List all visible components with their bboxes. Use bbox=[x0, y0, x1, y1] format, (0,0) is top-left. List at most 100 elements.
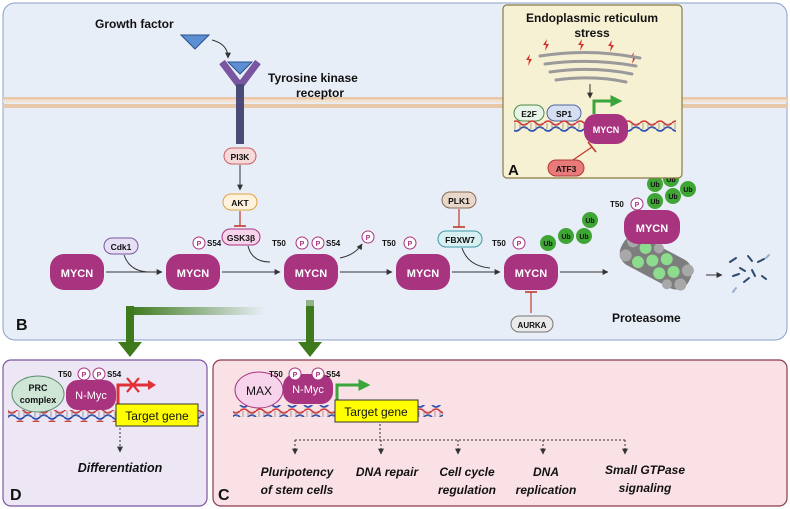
mycn-label-4: MYCN bbox=[407, 268, 439, 280]
peptide-fragments-icon bbox=[729, 254, 770, 293]
panel-a-title-line1: Endoplasmic reticulum bbox=[526, 11, 658, 25]
growth-factor-icon bbox=[179, 34, 211, 50]
growth-factor-label: Growth factor bbox=[95, 17, 174, 31]
outcome-cell-cycle-line2: regulation bbox=[438, 483, 496, 497]
s54-label: S54 bbox=[207, 239, 222, 248]
sp1-label: SP1 bbox=[556, 109, 572, 119]
phospho-label: P bbox=[316, 241, 321, 248]
panel-a-background bbox=[502, 4, 683, 179]
nmyc-label: N-Myc bbox=[75, 390, 107, 402]
phospho-icon bbox=[192, 236, 206, 250]
t50-label: T50 bbox=[610, 200, 624, 209]
prc-label-line2: complex bbox=[20, 395, 57, 405]
proteasome-icon bbox=[619, 235, 694, 291]
phospho-label: P bbox=[408, 241, 413, 248]
blocked-arrow-head bbox=[148, 380, 156, 390]
panel-b-letter: B bbox=[16, 317, 28, 334]
atf3-node bbox=[547, 159, 585, 177]
ubiquitin-icon bbox=[540, 235, 556, 251]
phospho-label: P bbox=[316, 372, 321, 379]
transcription-arrow bbox=[335, 379, 371, 401]
outcome-gtpase-line1: Small GTPase bbox=[605, 463, 685, 477]
target-gene-label: Target gene bbox=[125, 409, 189, 423]
e2f-label: E2F bbox=[521, 109, 537, 119]
prc-label-line1: PRC bbox=[28, 383, 48, 393]
atf3-inhibition-bar bbox=[587, 141, 597, 153]
phospho-icon bbox=[311, 236, 325, 250]
fbxw7-label: FBXW7 bbox=[445, 235, 475, 245]
akt-node bbox=[222, 193, 258, 211]
mycn-label-5: MYCN bbox=[515, 268, 547, 280]
plk1-node bbox=[441, 191, 477, 209]
outcome-dna-replication-line1: DNA bbox=[533, 465, 559, 479]
gsk3b-node bbox=[221, 228, 261, 246]
t50-label: T50 bbox=[272, 239, 286, 248]
pi3k-label: PI3K bbox=[231, 152, 251, 162]
ubiquitin-icon bbox=[558, 228, 574, 244]
akt-label: AKT bbox=[231, 198, 249, 208]
ub-label: Ub bbox=[650, 182, 659, 189]
growth-factor-arrow bbox=[211, 39, 231, 59]
transcription-arrow bbox=[592, 95, 623, 114]
ub-label: Ub bbox=[668, 194, 677, 201]
mycn-gene-label: MYCN bbox=[593, 125, 620, 135]
pi3k-node bbox=[223, 147, 257, 165]
s54-label: S54 bbox=[326, 370, 341, 379]
phospho-icon bbox=[630, 197, 644, 211]
gsk3b-label: GSK3β bbox=[227, 233, 255, 243]
mycn-node-unmodified bbox=[50, 254, 104, 290]
nmyc-label: N-Myc bbox=[292, 384, 324, 396]
mycn-node-s54-phospho bbox=[166, 254, 220, 290]
phospho-icon bbox=[403, 236, 417, 250]
phospho-label: P bbox=[82, 372, 87, 379]
aurka-node bbox=[510, 315, 554, 333]
t50-label: T50 bbox=[269, 370, 283, 379]
receptor-label-line1: Tyrosine kinase bbox=[268, 71, 358, 85]
phospho-icon bbox=[92, 367, 106, 381]
ubiquitin-chain: Ub Ub Ub Ub bbox=[540, 212, 598, 251]
mycn-node-t50-phospho bbox=[396, 254, 450, 290]
max-label: MAX bbox=[246, 384, 272, 398]
phospho-icon bbox=[288, 367, 302, 381]
nmyc-node bbox=[66, 380, 116, 410]
plk1-label: PLK1 bbox=[448, 196, 470, 206]
atf3-label: ATF3 bbox=[556, 164, 577, 174]
mycn-node-polyubiquitinated bbox=[624, 210, 680, 244]
ub-label: Ub bbox=[666, 177, 675, 184]
ubiquitin-icon bbox=[576, 228, 592, 244]
phospho-icon bbox=[311, 367, 325, 381]
ubiquitin-chain: Ub Ub Ub Ub Ub bbox=[647, 171, 696, 209]
outcome-tree bbox=[292, 424, 628, 455]
outcome-dna-replication-line2: replication bbox=[516, 483, 577, 497]
t50-label: T50 bbox=[58, 370, 72, 379]
phospho-icon bbox=[77, 367, 91, 381]
s54-label: S54 bbox=[326, 239, 341, 248]
phospho-label: P bbox=[197, 241, 202, 248]
big-arrow-stem-right bbox=[306, 306, 314, 346]
big-arrow-head-right bbox=[298, 342, 322, 357]
mycn-label-3: MYCN bbox=[295, 268, 327, 280]
t50-label: T50 bbox=[382, 239, 396, 248]
atf3-inhibits-mycn bbox=[572, 146, 593, 161]
panel-d-letter: D bbox=[10, 487, 22, 504]
phospho-label: P bbox=[366, 235, 371, 242]
big-arrow-fade-right bbox=[306, 300, 314, 310]
mycn-label-1: MYCN bbox=[61, 268, 93, 280]
receptor-label-line2: receptor bbox=[296, 86, 344, 100]
panel-a-letter: A bbox=[508, 162, 519, 179]
outcome-cell-cycle-line1: Cell cycle bbox=[439, 465, 495, 479]
ub-label: Ub bbox=[543, 241, 552, 248]
phospho-label: P bbox=[635, 202, 640, 209]
phospho-icon bbox=[361, 230, 375, 244]
phospho-icon bbox=[512, 236, 526, 250]
fbxw7-arrow bbox=[461, 247, 491, 269]
cross-icon bbox=[126, 377, 140, 393]
mycn-label-2: MYCN bbox=[177, 268, 209, 280]
panel-a-title-line2: stress bbox=[574, 26, 610, 40]
target-gene-box bbox=[115, 403, 199, 427]
mycn-node-t50-s54-phospho bbox=[284, 254, 338, 290]
outcome-gtpase-line2: signaling bbox=[619, 481, 672, 495]
ubiquitin-icon bbox=[582, 212, 598, 228]
cdk1-node bbox=[103, 237, 139, 255]
dephosphorylation-arrow bbox=[339, 243, 363, 259]
